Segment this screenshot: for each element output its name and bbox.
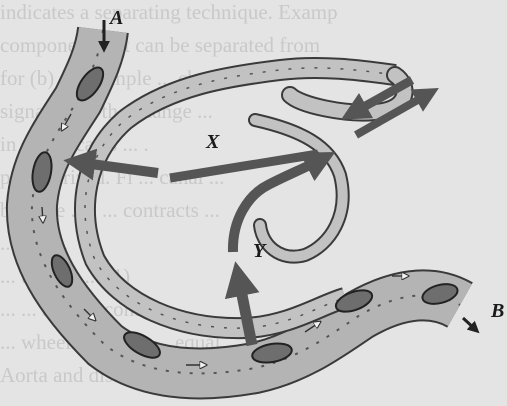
flow-arrow-icon: [42, 207, 43, 222]
hook-vessel: [255, 75, 405, 257]
label-x: X: [205, 131, 220, 153]
label-b: B: [490, 300, 504, 322]
label-y: Y: [253, 240, 267, 262]
arrow-b-icon: [463, 318, 476, 330]
label-a: A: [108, 7, 123, 29]
arrow-y-curved-icon: [233, 158, 324, 252]
